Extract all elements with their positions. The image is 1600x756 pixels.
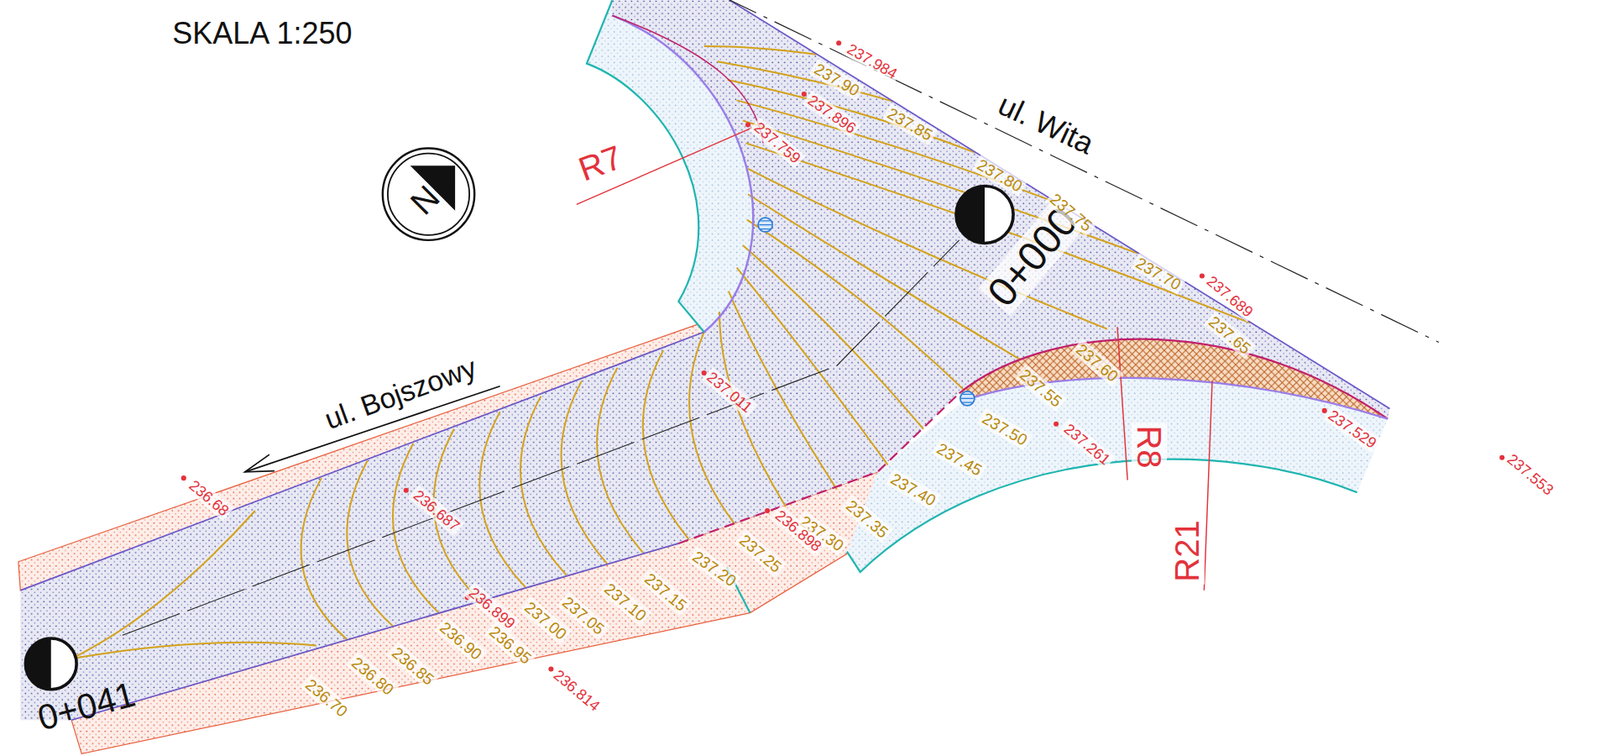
map-element (764, 507, 770, 513)
spot-elevation: 236.814 (548, 664, 605, 716)
map-element (596, 367, 644, 553)
sidewalk (847, 377, 1388, 572)
contour-label: 237.35 (841, 494, 895, 543)
spot-elevation: 237.553 (1502, 449, 1559, 501)
map-element (403, 487, 409, 493)
contour-label: 237.20 (687, 545, 743, 591)
map-element (20, 331, 704, 591)
map-element (961, 393, 974, 403)
map-element (611, 15, 764, 143)
map-element (758, 220, 772, 230)
map-element (611, 15, 753, 332)
map-element (746, 142, 1250, 323)
map-element (245, 454, 275, 472)
contour-label: 237.80 (972, 154, 1028, 197)
radius-label: R7 (571, 138, 629, 189)
spot-points (181, 40, 1506, 671)
map-element (181, 475, 187, 481)
map-element (959, 339, 1389, 419)
contour-label: 237.70 (1130, 252, 1187, 295)
contour-label: 237.45 (931, 438, 988, 481)
map-element (956, 185, 985, 243)
map-element (643, 350, 690, 539)
contour-label: 237.85 (882, 103, 938, 146)
radius-label: R21 (1169, 517, 1205, 585)
surfaces (18, 0, 1391, 753)
hatched-area (959, 339, 1389, 419)
map-element (1203, 381, 1213, 591)
spot-elevation: 237.689 (1201, 270, 1258, 322)
map-element (704, 46, 817, 55)
map-element (742, 245, 924, 429)
map-element (71, 510, 256, 659)
map-element (71, 642, 317, 659)
map-element (747, 219, 965, 391)
scale-note: SKALA 1:250 (169, 17, 355, 50)
map-element (122, 240, 960, 635)
spot-elevation: 237.984 (842, 38, 904, 84)
contour-label: 237.50 (977, 407, 1033, 450)
north-arrow (382, 147, 475, 240)
street-name: ul. Wita (991, 87, 1101, 162)
map-element (346, 460, 393, 626)
radius-label: R8 (1131, 423, 1167, 471)
map-element (960, 391, 975, 406)
north-letter: N (401, 177, 447, 223)
map-element (847, 459, 1358, 572)
street-name: ul. Bojszowy (318, 350, 483, 436)
contour-label: 237.55 (1014, 363, 1068, 412)
map-element (1117, 326, 1128, 480)
map-element (1053, 421, 1059, 427)
contours (71, 46, 1250, 659)
map-element (301, 477, 348, 639)
map-element (561, 381, 608, 565)
station-label: 0+041 (31, 674, 142, 738)
contour-label: 237.60 (1070, 338, 1124, 387)
spot-elevation: 237.011 (701, 366, 758, 418)
contour-label: 236.70 (300, 674, 354, 722)
manholes (758, 217, 975, 406)
map-element (956, 185, 1014, 243)
spot-elevation: 237.759 (749, 117, 806, 169)
spot-elevation: 236.687 (408, 484, 466, 536)
spot-elevation: 236.68 (183, 475, 235, 522)
map-element (801, 91, 807, 97)
spot-elevation: 237.261 (1058, 418, 1115, 470)
spot-elevation: 237.529 (1322, 404, 1382, 453)
contour-label: 237.40 (885, 468, 942, 511)
map-element (836, 40, 842, 46)
map-element (520, 396, 567, 576)
pavement (20, 0, 1390, 720)
map-element (382, 147, 475, 240)
map-element (25, 637, 51, 690)
map-element (689, 331, 735, 524)
map-element (728, 291, 837, 490)
map-element (387, 153, 470, 236)
map-element (1199, 272, 1205, 278)
map-element (25, 637, 77, 690)
map-element (758, 217, 773, 232)
edges (20, 0, 1439, 720)
contour-label: 236.90 (434, 616, 488, 665)
map-element (392, 443, 440, 613)
map-element (737, 267, 889, 466)
map-element (719, 0, 1439, 342)
contour-label: 237.25 (733, 528, 787, 577)
map-element (745, 122, 751, 128)
map-element (71, 543, 679, 720)
station-markers (25, 185, 1014, 689)
map-element (479, 411, 526, 587)
